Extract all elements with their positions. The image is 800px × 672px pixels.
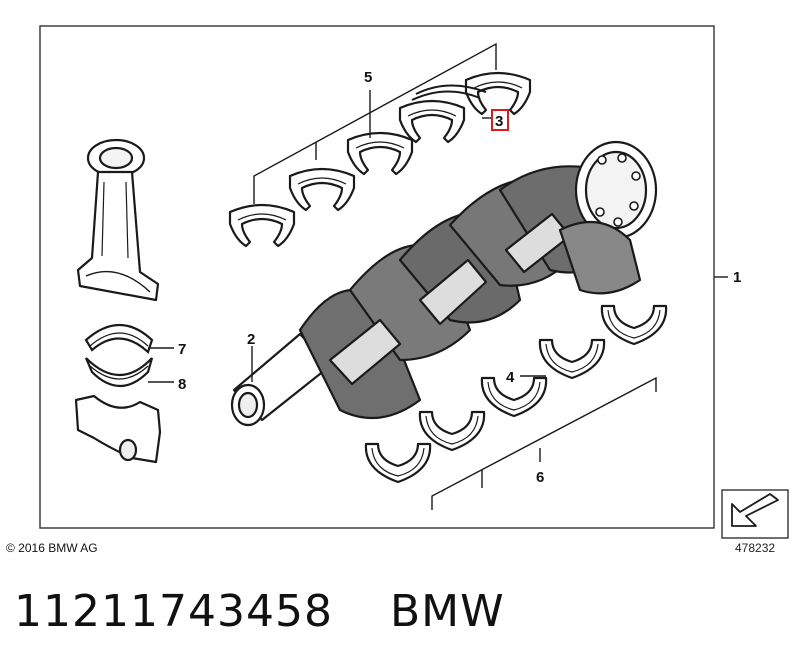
callout-8: 8 — [178, 376, 186, 393]
part-number: 11211743458 — [14, 586, 333, 637]
crankshaft-parts-diagram: 1 2 3 4 5 6 7 8 — [39, 25, 789, 539]
callout-7: 7 — [178, 341, 186, 358]
copyright-text: © 2016 BMW AG — [6, 541, 98, 555]
rod-bearing-shell-lower — [84, 357, 154, 387]
rod-cap — [74, 394, 162, 464]
callout-leaders — [148, 42, 728, 510]
callout-4: 4 — [506, 369, 515, 386]
callout-3-highlight — [491, 109, 509, 131]
callout-5: 5 — [364, 69, 372, 86]
callout-6: 6 — [536, 469, 544, 486]
connecting-rod — [76, 138, 160, 302]
callout-2: 2 — [247, 331, 255, 348]
diagram-nav-arrow-icon[interactable] — [721, 489, 789, 539]
thrust-bearing — [411, 84, 487, 101]
part-caption: 11211743458 BMW — [14, 586, 505, 637]
callout-1: 1 — [733, 269, 741, 286]
brand-name: BMW — [389, 586, 505, 637]
callout-3: 3 — [495, 113, 503, 130]
rod-bearing-shell-upper — [84, 323, 154, 354]
crankshaft — [230, 140, 658, 427]
diagram-reference-number: 478232 — [735, 541, 776, 555]
